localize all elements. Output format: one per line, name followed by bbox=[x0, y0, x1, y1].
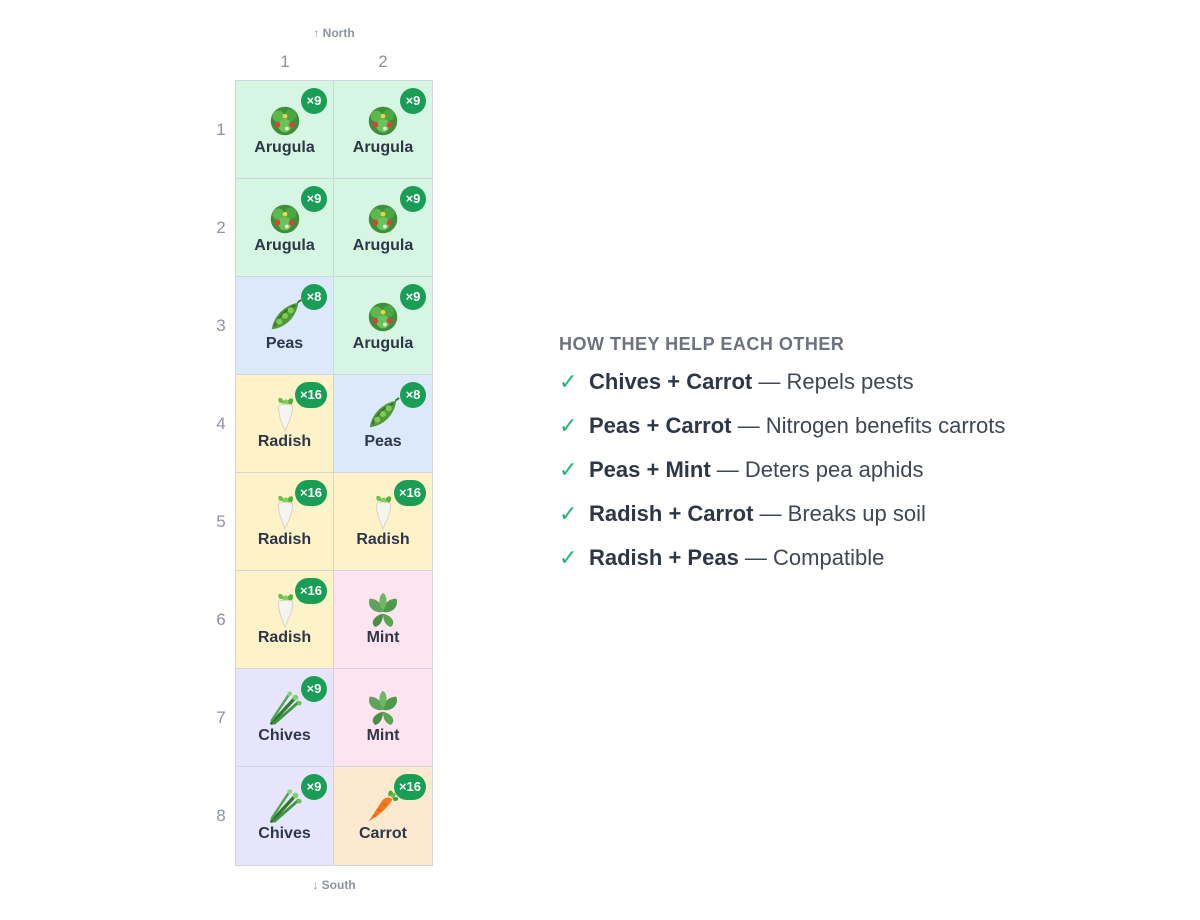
bed-cell-r6-c2[interactable]: Mint bbox=[334, 571, 432, 669]
benefit-description: — Repels pests bbox=[752, 369, 914, 394]
arugula-icon bbox=[266, 101, 304, 139]
plant-count-badge: ×9 bbox=[301, 676, 327, 702]
crop-name: Peas bbox=[364, 433, 402, 450]
arugula-icon bbox=[266, 199, 304, 237]
crop-name: Mint bbox=[366, 629, 400, 646]
row-label-6: 6 bbox=[216, 610, 226, 629]
crop-name: Radish bbox=[257, 531, 312, 548]
crop-name: Arugula bbox=[352, 335, 414, 352]
plant-count-badge: ×9 bbox=[301, 186, 327, 212]
benefit-description: — Nitrogen benefits carrots bbox=[731, 413, 1006, 438]
chives-icon bbox=[266, 787, 304, 825]
plant-count-badge: ×8 bbox=[400, 382, 426, 408]
companion-pair: Radish + Carrot bbox=[589, 501, 754, 526]
crop-name: Radish bbox=[257, 433, 312, 450]
bed-cell-r8-c2[interactable]: Carrot ×16 bbox=[334, 767, 432, 865]
benefit-description: — Deters pea aphids bbox=[710, 457, 924, 482]
bed-cell-r7-c2[interactable]: Mint bbox=[334, 669, 432, 767]
row-label-7: 7 bbox=[216, 708, 226, 727]
crop-name: Arugula bbox=[352, 237, 414, 254]
row-label-1: 1 bbox=[216, 120, 226, 139]
crop-name: Arugula bbox=[254, 237, 315, 254]
companion-pair: Peas + Carrot bbox=[589, 413, 732, 438]
mint-icon bbox=[364, 591, 402, 629]
chives-icon bbox=[266, 689, 304, 727]
benefit-item: ✓ Radish + Peas — Compatible bbox=[559, 545, 1159, 589]
plant-count-badge: ×16 bbox=[393, 774, 426, 800]
companion-benefits-panel: HOW THEY HELP EACH OTHER ✓ Chives + Carro… bbox=[559, 334, 1159, 589]
row-label-3: 3 bbox=[216, 316, 226, 335]
benefit-item: ✓ Peas + Carrot — Nitrogen benefits carro… bbox=[559, 413, 1159, 457]
bed-cell-r3-c1[interactable]: Peas ×8 bbox=[236, 277, 334, 375]
row-label-5: 5 bbox=[216, 512, 226, 531]
mint-icon bbox=[364, 689, 402, 727]
benefits-title: HOW THEY HELP EACH OTHER bbox=[559, 334, 845, 354]
peas-icon bbox=[364, 395, 402, 433]
bed-cell-r1-c1[interactable]: Arugula ×9 bbox=[236, 81, 334, 179]
bed-cell-r1-c2[interactable]: Arugula ×9 bbox=[334, 81, 432, 179]
check-icon: ✓ bbox=[559, 545, 578, 570]
benefit-description: — Compatible bbox=[738, 545, 885, 570]
arugula-icon bbox=[364, 199, 402, 237]
row-label-4: 4 bbox=[216, 414, 226, 433]
check-icon: ✓ bbox=[559, 369, 578, 394]
plant-count-badge: ×8 bbox=[301, 284, 327, 310]
plant-count-badge: ×16 bbox=[294, 578, 327, 604]
plant-count-badge: ×9 bbox=[301, 774, 327, 800]
bed-cell-r4-c2[interactable]: Peas ×8 bbox=[334, 375, 432, 473]
row-label-2: 2 bbox=[216, 218, 226, 237]
check-icon: ✓ bbox=[559, 457, 578, 482]
plant-count-badge: ×16 bbox=[393, 480, 426, 506]
plant-count-badge: ×16 bbox=[294, 480, 327, 506]
column-label-2: 2 bbox=[378, 52, 388, 71]
column-label-1: 1 bbox=[280, 52, 290, 71]
companion-pair: Peas + Mint bbox=[589, 457, 711, 482]
south-label: ↓ South bbox=[312, 878, 356, 892]
bed-cell-r2-c2[interactable]: Arugula ×9 bbox=[334, 179, 432, 277]
crop-name: Radish bbox=[356, 531, 410, 548]
crop-name: Chives bbox=[258, 825, 311, 842]
north-label: ↑ North bbox=[313, 26, 355, 40]
crop-name: Mint bbox=[366, 727, 400, 744]
crop-name: Arugula bbox=[254, 139, 315, 156]
crop-name: Arugula bbox=[352, 139, 414, 156]
check-icon: ✓ bbox=[559, 501, 578, 526]
arugula-icon bbox=[364, 101, 402, 139]
benefit-item: ✓ Radish + Carrot — Breaks up soil bbox=[559, 501, 1159, 545]
arugula-icon bbox=[364, 297, 402, 335]
crop-name: Carrot bbox=[358, 825, 407, 842]
benefit-description: — Breaks up soil bbox=[753, 501, 926, 526]
bed-cell-r7-c1[interactable]: Chives ×9 bbox=[236, 669, 334, 767]
benefits-list: ✓ Chives + Carrot — Repels pests ✓ Peas + C… bbox=[559, 369, 1159, 589]
crop-name: Radish bbox=[257, 629, 312, 646]
plant-count-badge: ×16 bbox=[294, 382, 327, 408]
bed-cell-r6-c1[interactable]: Radish ×16 bbox=[236, 571, 334, 669]
crop-name: Chives bbox=[258, 727, 311, 744]
row-label-8: 8 bbox=[216, 806, 226, 825]
check-icon: ✓ bbox=[559, 413, 578, 438]
plant-count-badge: ×9 bbox=[301, 88, 327, 114]
bed-cell-r2-c1[interactable]: Arugula ×9 bbox=[236, 179, 334, 277]
peas-icon bbox=[266, 297, 304, 335]
plant-count-badge: ×9 bbox=[400, 284, 426, 310]
benefit-item: ✓ Chives + Carrot — Repels pests bbox=[559, 369, 1159, 413]
bed-cell-r5-c1[interactable]: Radish ×16 bbox=[236, 473, 334, 571]
bed-cell-r5-c2[interactable]: Radish ×16 bbox=[334, 473, 432, 571]
companion-pair: Radish + Peas bbox=[589, 545, 739, 570]
bed-cell-r8-c1[interactable]: Chives ×9 bbox=[236, 767, 334, 865]
bed-cell-r4-c1[interactable]: Radish ×16 bbox=[236, 375, 334, 473]
benefit-item: ✓ Peas + Mint — Deters pea aphids bbox=[559, 457, 1159, 501]
bed-cell-r3-c2[interactable]: Arugula ×9 bbox=[334, 277, 432, 375]
crop-name: Peas bbox=[265, 335, 304, 352]
plant-count-badge: ×9 bbox=[400, 186, 426, 212]
companion-pair: Chives + Carrot bbox=[589, 369, 753, 394]
plant-count-badge: ×9 bbox=[400, 88, 426, 114]
